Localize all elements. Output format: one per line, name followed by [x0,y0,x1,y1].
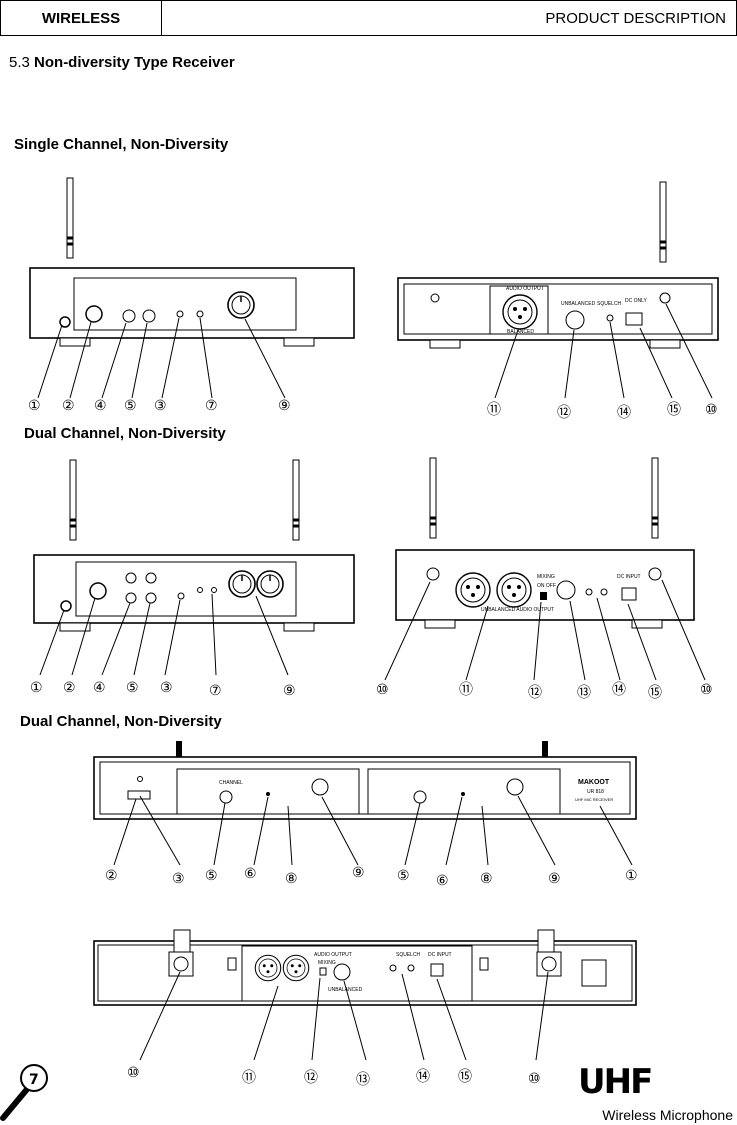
rack-rear-numbers: ⑩ ⑪ ⑫ ⑬ ⑭ ⑮ ⑩ [127,1065,541,1088]
dual-rear-numbers: ⑩ ⑪ ⑫ ⑬ ⑭ ⑮ ⑩ [376,682,713,701]
page-header: WIRELESS PRODUCT DESCRIPTION [0,0,737,36]
svg-text:UNBALANCED: UNBALANCED [328,987,363,993]
callout-4: ④ [94,398,107,414]
dual-front-leaders [39,593,289,676]
svg-text:⑨: ⑨ [352,865,365,881]
uhf-logo: UHF [578,1062,653,1102]
svg-text:UR 818: UR 818 [587,789,604,795]
svg-text:⑬: ⑬ [356,1072,370,1088]
svg-text:DC INPUT: DC INPUT [617,574,641,580]
svg-text:⑮: ⑮ [667,402,681,418]
svg-text:⑧: ⑧ [285,871,298,887]
callout-2: ② [62,398,75,414]
svg-text:⑭: ⑭ [612,682,626,698]
rack-front-panel: CHANNEL MAKOOT UR 818 UHF MIC RECEIVER [93,741,637,820]
svg-text:⑮: ⑮ [458,1069,472,1085]
svg-text:⑩: ⑩ [705,402,718,418]
caption-dual-2: Dual Channel, Non-Diversity [20,713,222,730]
svg-text:BALANCED: BALANCED [507,329,534,335]
svg-text:②: ② [105,868,118,884]
callout-9: ⑨ [278,398,291,414]
dual-front-numbers: ① ② ④ ⑤ ③ ⑦ ⑨ [30,680,296,699]
svg-text:①: ① [30,680,43,696]
microphone-icon: 7 [0,1064,48,1121]
svg-text:⑬: ⑬ [577,685,591,701]
section-heading: 5.3 Non-diversity Type Receiver [9,54,235,71]
svg-text:④: ④ [93,680,106,696]
svg-text:⑮: ⑮ [648,685,662,701]
section-number: 5.3 [9,54,30,71]
svg-text:UNBALANCED AUDIO OUTPUT: UNBALANCED AUDIO OUTPUT [481,607,554,613]
single-front-leaders [37,317,286,399]
svg-text:⑥: ⑥ [244,866,257,882]
svg-text:SQUELCH: SQUELCH [597,301,622,307]
svg-text:MIXING: MIXING [318,960,336,966]
callout-3: ③ [154,398,167,414]
svg-text:⑨: ⑨ [548,871,561,887]
svg-text:⑪: ⑪ [487,402,501,418]
svg-text:AUDIO OUTPUT: AUDIO OUTPUT [506,286,544,292]
svg-text:⑩: ⑩ [127,1065,140,1081]
dual-rear-leaders [384,579,706,681]
section-title: Non-diversity Type Receiver [34,54,235,71]
rack-rear-leaders [139,971,549,1061]
single-rear-numbers: ⑪ ⑫ ⑭ ⑮ ⑩ [487,402,718,421]
svg-text:DC INPUT: DC INPUT [428,952,452,958]
svg-text:③: ③ [172,871,185,887]
svg-text:⑫: ⑫ [304,1070,318,1086]
svg-text:⑤: ⑤ [397,868,410,884]
svg-text:⑦: ⑦ [209,683,222,699]
header-section-title: WIRELESS [1,1,162,35]
single-front-numbers: ① ② ④ ⑤ ③ ⑦ ⑨ [28,398,291,414]
svg-text:⑫: ⑫ [557,405,571,421]
svg-text:⑪: ⑪ [242,1070,256,1086]
svg-text:⑭: ⑭ [416,1069,430,1085]
svg-text:③: ③ [160,680,173,696]
footer-product-name: Wireless Microphone [602,1107,733,1123]
svg-text:⑧: ⑧ [480,871,493,887]
svg-text:CHANNEL: CHANNEL [219,780,243,786]
svg-text:①: ① [625,868,638,884]
svg-text:⑤: ⑤ [126,680,139,696]
svg-text:⑩: ⑩ [528,1071,541,1087]
svg-text:UNBALANCED: UNBALANCED [561,301,596,307]
svg-text:⑭: ⑭ [617,405,631,421]
svg-text:MIXING: MIXING [537,574,555,580]
svg-text:AUDIO OUTPUT: AUDIO OUTPUT [314,952,352,958]
svg-text:⑩: ⑩ [700,682,713,698]
svg-text:⑪: ⑪ [459,682,473,698]
page-number: 7 [29,1072,39,1088]
rack-front-numbers: ② ③ ⑤ ⑥ ⑧ ⑨ ⑤ ⑥ ⑧ ⑨ ① [105,865,638,889]
callout-5: ⑤ [124,398,137,414]
rack-rear-panel: AUDIO OUTPUT MIXING UNBALANCED SQUELCH D… [93,929,637,1006]
svg-text:⑨: ⑨ [283,683,296,699]
svg-text:DC ONLY: DC ONLY [625,298,648,304]
callout-7: ⑦ [205,398,218,414]
svg-text:UHF MIC RECEIVER: UHF MIC RECEIVER [575,797,613,802]
dual-rear-panel: MIXING ON OFF DC INPUT UNBALANCED AUDIO … [395,456,695,629]
svg-text:SQUELCH: SQUELCH [396,952,421,958]
svg-text:⑥: ⑥ [436,873,449,889]
svg-text:ON OFF: ON OFF [537,583,556,589]
single-rear-panel: AUDIO OUTPUT BALANCED UNBALANCED SQUELCH… [397,180,719,349]
svg-text:⑩: ⑩ [376,682,389,698]
header-doc-title: PRODUCT DESCRIPTION [545,9,726,27]
rack-front-leaders [113,795,633,866]
svg-text:②: ② [63,680,76,696]
svg-text:⑤: ⑤ [205,868,218,884]
callout-1: ① [28,398,41,414]
dual-front-panel [33,458,355,632]
single-front-panel [29,176,355,347]
svg-text:⑫: ⑫ [528,685,542,701]
caption-dual-1: Dual Channel, Non-Diversity [24,425,226,442]
single-rear-leaders [494,303,713,399]
caption-single: Single Channel, Non-Diversity [14,136,229,153]
svg-text:MAKOOT: MAKOOT [578,779,610,786]
